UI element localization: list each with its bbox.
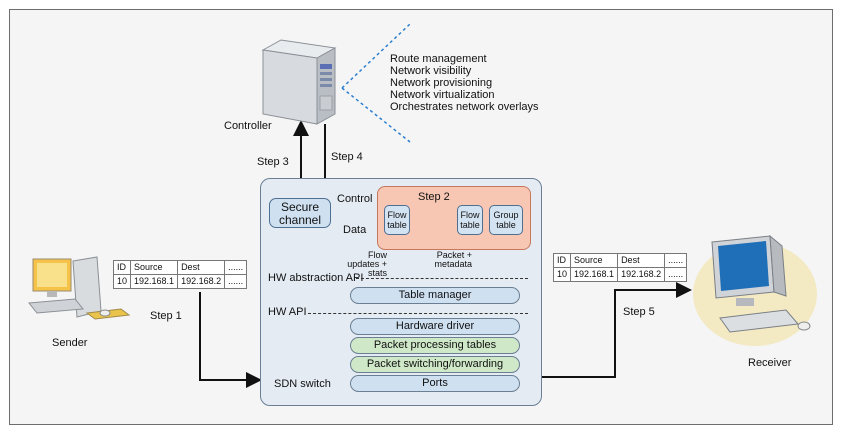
step1-label: Step 1: [150, 310, 182, 322]
group-table: Group table: [489, 205, 523, 235]
sender-label: Sender: [52, 337, 88, 349]
control-label: Control: [337, 193, 373, 205]
hw-api-label: HW API: [268, 306, 307, 318]
server-icon: [261, 39, 337, 125]
table-cell: ......: [224, 274, 248, 289]
controller-functions: Route management Network visibility Netw…: [390, 53, 539, 113]
data-label: Data: [343, 224, 367, 236]
secure-channel-label: Secure channel: [278, 200, 322, 227]
step1-arrow: [199, 292, 262, 388]
hw-abstraction-api-line: [356, 278, 528, 279]
table-manager-bar: Table manager: [350, 287, 520, 304]
hw-abstraction-api-label: HW abstraction API: [268, 272, 364, 284]
table-cell: ......: [664, 267, 688, 282]
table-cell: ......: [224, 260, 248, 275]
table-cell: Source: [130, 260, 179, 275]
flow-table-1: Flow table: [384, 205, 410, 235]
step5-label: Step 5: [623, 306, 655, 318]
group-table-label: Group table: [493, 210, 519, 230]
flow-table-label: Flow table: [387, 210, 407, 230]
secure-channel-box: Secure channel: [269, 198, 331, 228]
function-item: Route management: [390, 53, 487, 65]
hardware-driver-bar: Hardware driver: [350, 318, 520, 335]
receiver-computer-icon: [693, 234, 817, 346]
function-item: Network provisioning: [390, 77, 493, 89]
function-item: Network virtualization: [390, 89, 495, 101]
table-header-row: ID Source Dest ......: [552, 253, 688, 268]
packet-switching-bar: Packet switching/forwarding: [350, 356, 520, 373]
sender-computer-icon: [28, 256, 131, 320]
table-cell: 192.168.1: [130, 274, 179, 289]
table-row: 10 192.168.1 192.168.2 ......: [112, 274, 248, 289]
table-cell: 192.168.2: [177, 274, 226, 289]
step4-label: Step 4: [331, 151, 363, 163]
function-item: Network visibility: [390, 65, 472, 77]
step2-box: Step 2 Flow table Flow table Group table: [377, 186, 531, 250]
packet-metadata-label: Packet + metadata: [434, 250, 472, 269]
controller-label: Controller: [224, 120, 272, 132]
table-cell: ......: [664, 253, 688, 268]
table-cell: Source: [570, 253, 619, 268]
flow-table-label: Flow table: [460, 210, 480, 230]
table-cell: 192.168.1: [570, 267, 619, 282]
step3-label: Step 3: [257, 156, 289, 168]
flow-updates-label: Flow updates + stats: [347, 250, 387, 278]
step2-label: Step 2: [418, 191, 450, 203]
table-row: 10 192.168.1 192.168.2 ......: [552, 267, 688, 282]
flow-table-n: Flow table: [457, 205, 483, 235]
packet-processing-tables-bar: Packet processing tables: [350, 337, 520, 354]
ports-bar: Ports: [350, 375, 520, 392]
step5-arrow: [542, 282, 692, 378]
table-cell: ID: [552, 253, 572, 268]
function-item: Orchestrates network overlays: [390, 101, 539, 113]
hw-api-line: [308, 313, 528, 314]
table-cell: Dest: [617, 253, 666, 268]
fan-line-bottom: [341, 87, 411, 143]
table-cell: 192.168.2: [617, 267, 666, 282]
sdn-switch-label: SDN switch: [274, 378, 331, 390]
receiver-label: Receiver: [748, 357, 792, 369]
table-cell: 10: [552, 267, 572, 282]
sender-packet-table: ID Source Dest ...... 10 192.168.1 192.1…: [112, 260, 248, 289]
table-cell: Dest: [177, 260, 226, 275]
receiver-packet-table: ID Source Dest ...... 10 192.168.1 192.1…: [552, 253, 688, 282]
